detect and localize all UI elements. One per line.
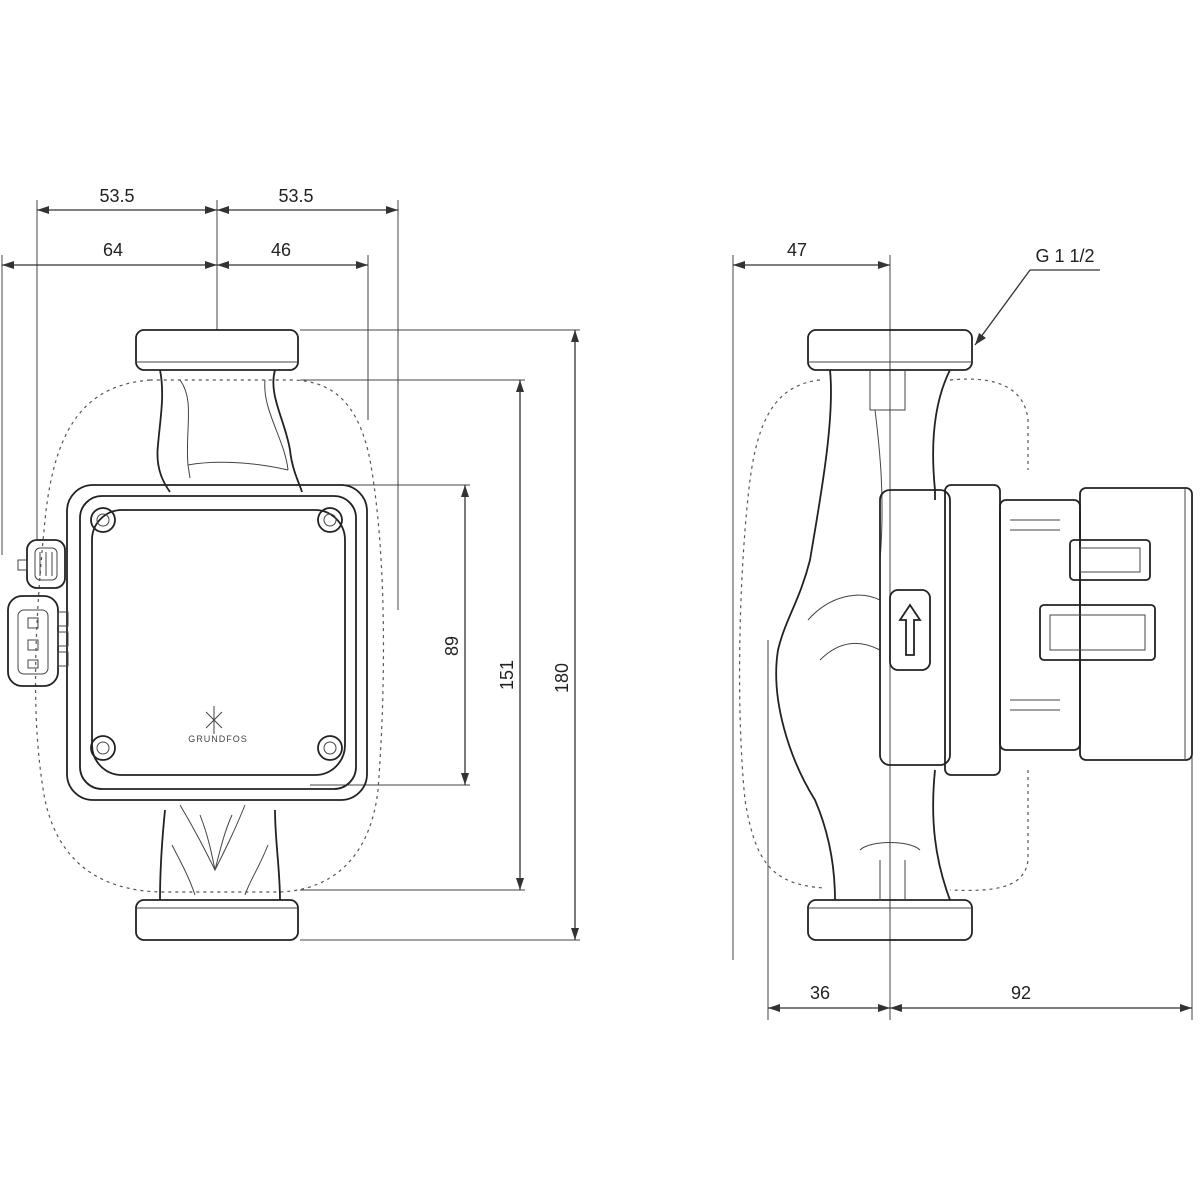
side-pump-body <box>775 369 836 901</box>
dim-53-5-pair: 53.5 53.5 <box>37 186 398 214</box>
front-lower-neck <box>159 809 281 901</box>
dim-47-label: 47 <box>787 240 807 260</box>
dim-36-92-pair: 36 92 <box>768 983 1192 1012</box>
screw-top-left <box>90 507 116 533</box>
dim-right-half: 53.5 <box>278 186 313 206</box>
dim-180-label: 180 <box>552 663 572 693</box>
flow-direction-arrow-icon <box>889 589 931 671</box>
control-box-outer <box>66 484 368 801</box>
dim-89-label: 89 <box>442 636 462 656</box>
dim-180: 180 <box>552 330 579 940</box>
control-box-inner <box>79 495 357 790</box>
dim-64-46-pair: 64 46 <box>2 240 368 269</box>
front-view: 53.5 53.5 64 46 89 <box>1 186 580 941</box>
dim-92-label: 92 <box>1011 983 1031 1003</box>
side-bottom-flange <box>807 899 973 941</box>
power-connector <box>7 595 69 687</box>
dim-left-width: 64 <box>103 240 123 260</box>
front-clearance-outline <box>34 379 385 893</box>
dim-151: 151 <box>497 380 524 890</box>
dim-89: 89 <box>442 485 469 785</box>
screw-bottom-left <box>90 735 116 761</box>
stator-housing <box>879 489 951 766</box>
dim-47: 47 <box>733 240 890 269</box>
side-top-flange <box>807 329 973 371</box>
front-top-flange <box>135 329 299 371</box>
side-view: 47 G 1 1/2 36 92 <box>732 240 1193 1020</box>
dim-right-width: 46 <box>271 240 291 260</box>
front-upper-neck <box>156 369 303 493</box>
thread-callout: G 1 1/2 <box>974 246 1100 346</box>
logo-text: GRUNDFOS <box>188 734 248 744</box>
control-box-face <box>91 509 346 776</box>
screw-bottom-right <box>317 735 343 761</box>
signal-connector <box>17 539 66 589</box>
side-clearance-outline <box>738 378 1029 891</box>
stator-ring <box>944 484 1001 776</box>
dim-left-half: 53.5 <box>99 186 134 206</box>
grundfos-logo: GRUNDFOS <box>188 706 248 744</box>
thread-label: G 1 1/2 <box>1035 246 1094 266</box>
dim-36-label: 36 <box>810 983 830 1003</box>
screw-top-right <box>317 507 343 533</box>
terminal-box <box>999 487 1193 761</box>
dim-151-label: 151 <box>497 660 517 690</box>
front-bottom-flange <box>135 899 299 941</box>
